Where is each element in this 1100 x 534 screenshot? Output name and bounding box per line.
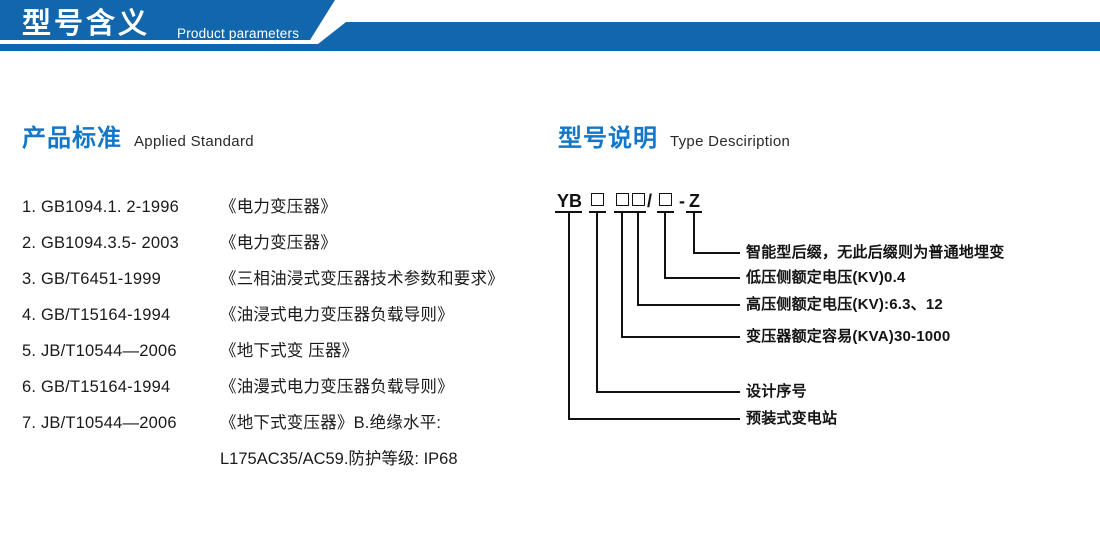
- diagram-label-hv: 高压侧额定电压(KV):6.3、12: [746, 296, 943, 313]
- banner-base-bar: [0, 44, 1100, 51]
- standard-code: 1. GB1094.1. 2-1996: [22, 198, 179, 216]
- list-item: 6. GB/T15164-1994 《油漫式电力变压器负载导则》: [22, 373, 542, 409]
- banner-title: 型号含义: [22, 8, 151, 40]
- list-item: 5. JB/T10544—2006 《地下式变 压器》: [22, 337, 542, 373]
- banner-left-polygon: [0, 0, 335, 40]
- section-heading-type-description: 型号说明 Type Desciription: [558, 118, 790, 153]
- standard-name: 《油漫式电力变压器负载导则》: [220, 378, 454, 396]
- standards-list: 1. GB1094.1. 2-1996 《电力变压器》 2. GB1094.3.…: [22, 193, 542, 481]
- standard-code: 3. GB/T6451-1999: [22, 270, 161, 288]
- standard-code: 7. JB/T10544—2006: [22, 414, 177, 432]
- diagram-label-design: 设计序号: [746, 383, 807, 400]
- diagram-label-station: 预装式变电站: [746, 410, 838, 427]
- section-heading-applied-standard: 产品标准 Applied Standard: [22, 118, 254, 153]
- list-item: 7. JB/T10544—2006 《地下式变压器》B.绝缘水平:: [22, 409, 542, 445]
- banner-wedge: [318, 22, 1100, 44]
- leader-design: [596, 212, 740, 393]
- code-token-z: Z: [689, 191, 700, 211]
- code-token-yb: YB: [557, 191, 583, 211]
- section-heading-cn: 型号说明: [558, 125, 658, 152]
- standard-name: 《地下式变压器》B.绝缘水平:: [220, 414, 442, 432]
- standard-name: 《地下式变 压器》: [220, 342, 359, 360]
- diagram-label-lv: 低压侧额定电压(KV)0.4: [746, 269, 906, 286]
- code-token-dash: -: [679, 191, 685, 211]
- standard-name: 《电力变压器》: [220, 234, 337, 252]
- section-heading-en: Applied Standard: [134, 133, 254, 150]
- leader-lines: [555, 211, 740, 420]
- leader-station: [568, 212, 740, 420]
- standard-code: 2. GB1094.3.5- 2003: [22, 234, 179, 252]
- code-box-lv: [659, 193, 672, 206]
- standard-code: 4. GB/T15164-1994: [22, 306, 171, 324]
- standard-name: 《油浸式电力变压器负载导则》: [220, 306, 454, 324]
- diagram-label-suffix: 智能型后缀，无此后缀则为普通地埋变: [746, 244, 1005, 261]
- standard-continuation-line: L175AC35/AC59.防护等级: IP68: [220, 450, 458, 468]
- list-item: 2. GB1094.3.5- 2003 《电力变压器》: [22, 229, 542, 265]
- standard-code: 5. JB/T10544—2006: [22, 342, 177, 360]
- standard-code: 6. GB/T15164-1994: [22, 378, 171, 396]
- leader-suffix: [693, 212, 740, 254]
- banner-shape: [0, 0, 1100, 51]
- standard-name: 《三相油浸式变压器技术参数和要求》: [220, 270, 504, 288]
- list-item: 4. GB/T15164-1994 《油浸式电力变压器负载导则》: [22, 301, 542, 337]
- code-box-capacity: [616, 193, 629, 206]
- page-header-banner: 型号含义 Product parameters: [0, 0, 1100, 56]
- diagram-label-capacity: 变压器额定容易(KVA)30-1000: [746, 328, 951, 345]
- section-heading-cn: 产品标准: [22, 125, 122, 152]
- type-code-diagram: YB / - Z 智能型后缀，无此后缀则为普: [550, 190, 1095, 440]
- banner-subtitle: Product parameters: [177, 26, 300, 41]
- section-heading-en: Type Desciription: [670, 133, 791, 150]
- code-box-hv: [632, 193, 645, 206]
- code-box-design: [591, 193, 604, 206]
- leader-hv: [637, 212, 740, 306]
- list-item: 1. GB1094.1. 2-1996 《电力变压器》: [22, 193, 542, 229]
- leader-lv: [664, 212, 740, 279]
- code-token-slash: /: [647, 191, 653, 211]
- standard-name: 《电力变压器》: [220, 198, 337, 216]
- leader-capacity: [621, 212, 740, 338]
- list-item: 3. GB/T6451-1999 《三相油浸式变压器技术参数和要求》: [22, 265, 542, 301]
